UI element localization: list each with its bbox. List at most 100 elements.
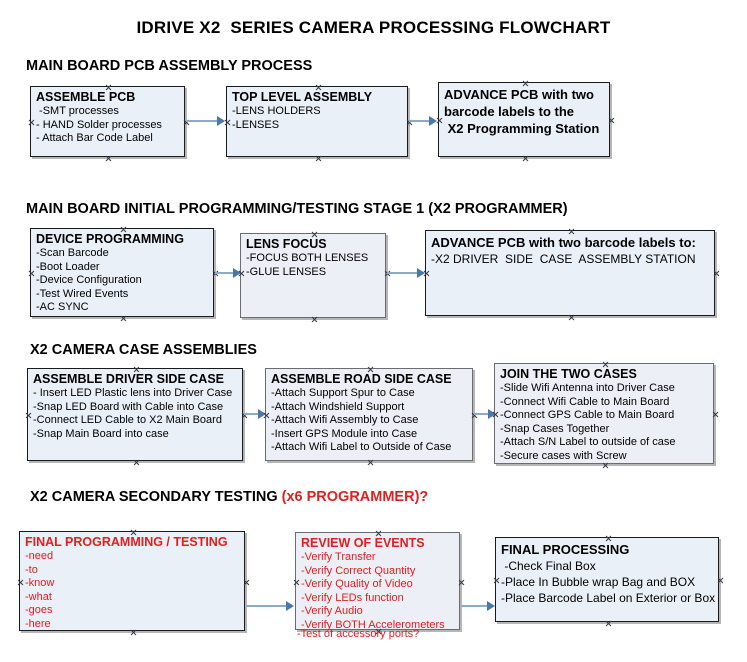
node-assemble-road-side-case[interactable]: ASSEMBLE ROAD SIDE CASE -Attach Support … — [265, 368, 473, 461]
node-line: -Verify Quality of Video — [301, 578, 413, 590]
node-title: FINAL PROCESSING — [501, 542, 630, 557]
connector-handle-right[interactable] — [243, 579, 250, 586]
connector-arrowhead — [429, 116, 437, 126]
connector-handle-bottom[interactable] — [311, 316, 318, 323]
connector-handle-bottom[interactable] — [568, 314, 575, 321]
connector-arrowhead — [487, 601, 495, 611]
connector-handle-bottom[interactable] — [105, 155, 112, 162]
node-line: - Insert LED Plastic lens into Driver Ca… — [33, 387, 233, 399]
connector-assemble-pcb-to-top-level — [186, 120, 219, 122]
node-line: -Test Wired Events — [36, 287, 129, 300]
section-heading-x2-camera-secondary-testing: X2 CAMERA SECONDARY TESTING (x6 PROGRAMM… — [30, 489, 428, 505]
node-line: -Place Barcode Label on Exterior or Box — [501, 591, 716, 605]
connector-handle-left[interactable] — [28, 119, 35, 126]
connector-handle-left[interactable] — [17, 579, 24, 586]
node-line: X2 Programming Station — [444, 121, 600, 136]
node-line: -Attach Support Spur to Case — [271, 387, 415, 399]
node-line: -Attach Windshield Support — [271, 400, 405, 413]
node-review-of-events[interactable]: REVIEW OF EVENTS -Verify Transfer -Verif… — [293, 532, 460, 631]
node-line: -Attach S/N Label to outside of case — [500, 436, 676, 448]
connector-handle-bottom[interactable] — [315, 155, 322, 162]
connector-handle-right[interactable] — [713, 270, 720, 277]
node-line: -Scan Barcode — [36, 247, 109, 259]
page-title: IDRIVE X2 SERIES CAMERA PROCESSING FLOWC… — [136, 18, 611, 37]
node-line: -Snap Cases Together — [500, 422, 610, 435]
node-line: -here — [25, 617, 51, 630]
connector-handle-right[interactable] — [608, 117, 615, 124]
node-line: -Attach Wifi Assembly to Case — [271, 414, 419, 426]
connector-handle-bottom[interactable] — [522, 155, 529, 162]
node-line: -Place In Bubble wrap Bag and BOX — [501, 575, 696, 589]
node-title: LENS FOCUS — [246, 237, 327, 251]
node-line: -Snap LED Board with Cable into Case — [33, 400, 224, 413]
node-title: ADVANCE PCB with two — [444, 87, 594, 102]
node-line: -Verify BOTH Accelerometers — [301, 618, 445, 631]
node-line: -Attach Wifi Label to Outside of Case — [271, 441, 452, 453]
node-line: -Check Final Box — [501, 559, 596, 573]
node-title: REVIEW OF EVENTS — [301, 536, 425, 550]
node-line: -need — [25, 550, 54, 562]
connector-driver-case-to-road-case — [244, 413, 260, 415]
node-review-of-events-overflow-line: -Test of accessory ports? — [297, 628, 420, 640]
node-assemble-driver-side-case[interactable]: ASSEMBLE DRIVER SIDE CASE - Insert LED P… — [27, 368, 243, 461]
node-advance-pcb-to-programming-station[interactable]: ADVANCE PCB with two barcode labels to t… — [438, 82, 610, 157]
connector-arrowhead — [488, 409, 496, 419]
connector-arrowhead — [417, 268, 425, 278]
node-advance-pcb-to-driver-side-case[interactable]: ADVANCE PCB with two barcode labels to: … — [425, 230, 715, 316]
node-line: -know — [25, 577, 55, 589]
node-line: -Snap Main Board into case — [33, 427, 169, 440]
section-heading-main-board-pcb-assembly: MAIN BOARD PCB ASSEMBLY PROCESS — [26, 58, 313, 74]
node-line: - HAND Solder processes — [36, 118, 162, 131]
section-heading-text: X2 CAMERA SECONDARY TESTING — [30, 489, 282, 505]
connector-handle-bottom[interactable] — [133, 459, 140, 466]
node-line: -AC SYNC — [36, 301, 89, 313]
node-title: ASSEMBLE PCB — [36, 90, 136, 104]
node-line: -X2 DRIVER SIDE CASE ASSEMBLY STATION — [431, 252, 696, 266]
connector-road-case-to-join-cases — [474, 413, 490, 415]
connector-arrowhead — [286, 601, 294, 611]
node-top-level-assembly[interactable]: TOP LEVEL ASSEMBLY -LENS HOLDERS -LENSES — [226, 86, 408, 157]
connector-device-programming-to-lens-focus — [215, 272, 235, 274]
node-line: -FOCUS BOTH LENSES — [246, 252, 369, 264]
node-line: -LENSES — [232, 118, 280, 131]
connector-handle-right[interactable] — [712, 411, 719, 418]
connector-handle-left[interactable] — [28, 270, 35, 277]
connector-handle-bottom[interactable] — [605, 620, 612, 627]
node-final-processing[interactable]: FINAL PROCESSING -Check Final Box -Place… — [495, 537, 719, 622]
node-title: ASSEMBLE ROAD SIDE CASE — [271, 372, 452, 386]
node-line: -to — [25, 563, 38, 576]
connector-arrowhead — [258, 409, 266, 419]
node-lens-focus[interactable]: LENS FOCUS -FOCUS BOTH LENSES -GLUE LENS… — [240, 233, 386, 318]
connector-handle-left[interactable] — [25, 412, 32, 419]
section-heading-accent: (x6 PROGRAMMER)? — [281, 489, 429, 505]
node-title: JOIN THE TWO CASES — [500, 367, 637, 381]
node-line: - Attach Bar Code Label — [36, 132, 153, 144]
connector-top-level-to-advance-pcb — [409, 120, 431, 122]
node-line: -GLUE LENSES — [246, 265, 327, 278]
node-assemble-pcb[interactable]: ASSEMBLE PCB -SMT processes - HAND Solde… — [30, 86, 185, 157]
node-line: -Verify Audio — [301, 605, 363, 617]
connector-final-programming-to-review — [246, 605, 288, 607]
node-final-programming-testing[interactable]: FINAL PROGRAMMING / TESTING -need -to -k… — [19, 531, 245, 631]
node-title: TOP LEVEL ASSEMBLY — [232, 90, 373, 104]
node-join-the-two-cases[interactable]: JOIN THE TWO CASES -Slide Wifi Antenna i… — [494, 363, 714, 464]
connector-handle-left[interactable] — [293, 579, 300, 586]
node-title: FINAL PROGRAMMING / TESTING — [25, 535, 228, 549]
connector-handle-bottom[interactable] — [120, 315, 127, 322]
connector-handle-bottom[interactable] — [367, 459, 374, 466]
node-title: ASSEMBLE DRIVER SIDE CASE — [33, 372, 225, 386]
section-heading-x2-camera-case-assemblies: X2 CAMERA CASE ASSEMBLIES — [30, 342, 257, 358]
node-device-programming[interactable]: DEVICE PROGRAMMING -Scan Barcode -Boot L… — [30, 228, 214, 317]
node-line: -what — [25, 590, 52, 603]
connector-arrowhead — [217, 116, 225, 126]
node-title: ADVANCE PCB with two barcode labels to: — [431, 235, 696, 250]
connector-handle-right[interactable] — [717, 577, 724, 584]
connector-review-to-final-processing — [461, 605, 489, 607]
connector-handle-right[interactable] — [458, 579, 465, 586]
connector-handle-left[interactable] — [493, 577, 500, 584]
node-line: barcode labels to the — [444, 104, 575, 119]
node-line: -Device Configuration — [36, 274, 142, 286]
connector-lens-focus-to-advance-pcb-driver — [387, 272, 419, 274]
node-line: -SMT processes — [36, 105, 119, 117]
